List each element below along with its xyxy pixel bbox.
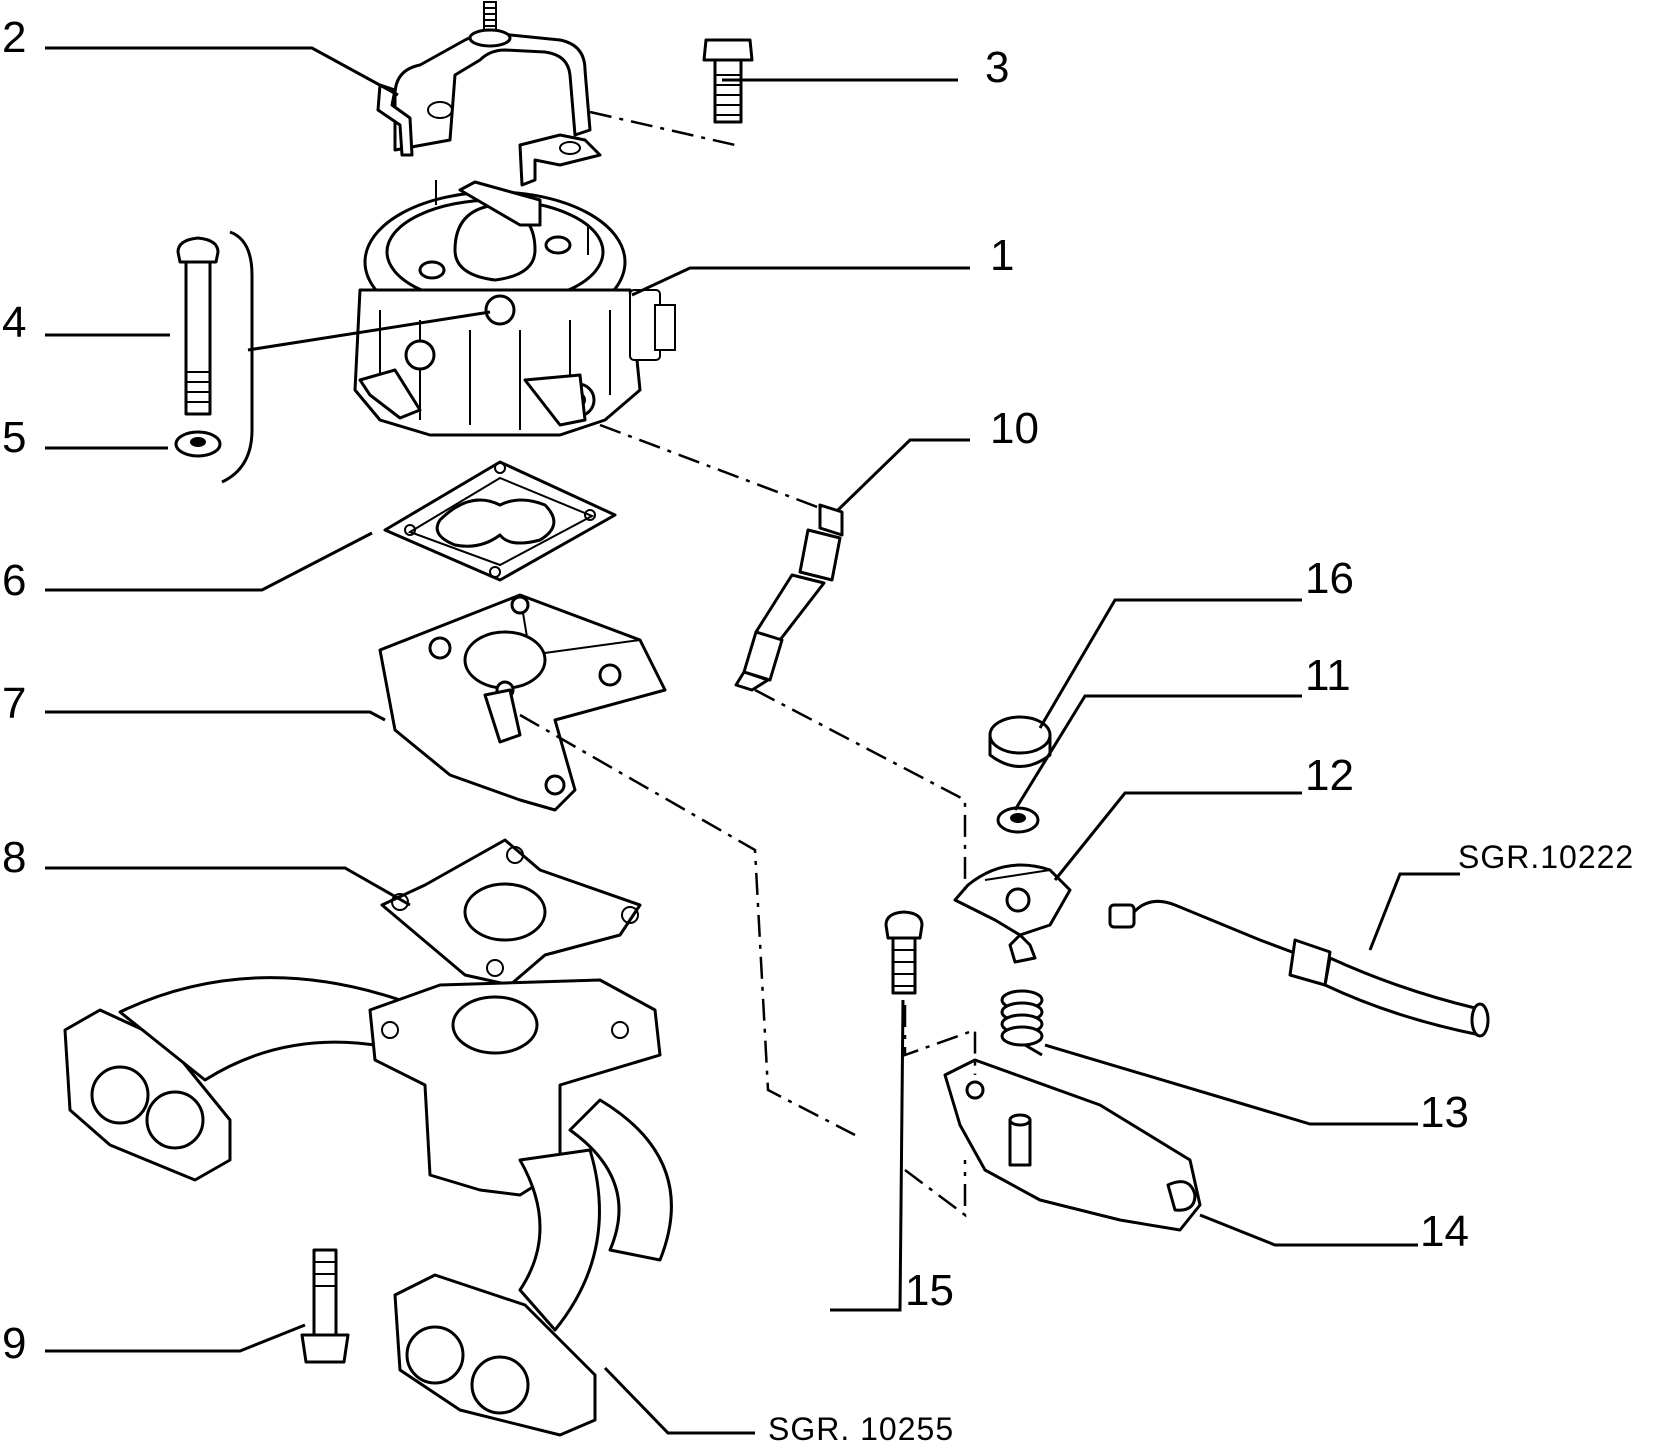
part-sensor-cable	[1108, 899, 1490, 1038]
part-spring-13	[1000, 989, 1044, 1057]
reference-sensor-group: SGR.10222	[1458, 839, 1634, 875]
part-spacer-7	[378, 593, 667, 812]
assembly-line-15-14	[903, 1005, 977, 1218]
group-bracket-4-5	[221, 230, 254, 484]
part-sensor-12	[953, 863, 1072, 964]
callout-15: 15	[905, 1266, 954, 1315]
part-gasket-6	[383, 460, 617, 582]
reference-manifold-group: SGR. 10255	[768, 1411, 954, 1447]
part-bolt-3	[702, 38, 754, 124]
callout-1: 1	[990, 231, 1014, 280]
part-throttle-body	[353, 180, 676, 437]
callout-6: 6	[2, 556, 26, 605]
leader-lines	[45, 46, 1460, 1435]
callout-8: 8	[2, 833, 26, 882]
part-bolt-4	[176, 236, 220, 416]
callout-3: 3	[985, 43, 1009, 92]
part-screw-15	[884, 910, 924, 995]
callout-5: 5	[2, 413, 26, 462]
part-cap-16	[988, 715, 1052, 768]
callout-16: 16	[1305, 554, 1354, 603]
part-bracket	[376, 1, 602, 187]
part-bolt-9	[300, 1248, 350, 1364]
callout-12: 12	[1305, 751, 1354, 800]
callout-14: 14	[1420, 1207, 1469, 1256]
callout-13: 13	[1420, 1088, 1469, 1137]
part-circlip-11	[996, 806, 1040, 834]
callout-4: 4	[2, 298, 26, 347]
assembly-line-10	[599, 423, 821, 510]
assembly-line-7-14	[519, 713, 856, 1137]
callout-11: 11	[1305, 651, 1351, 700]
part-gasket-8	[380, 838, 642, 987]
callout-10: 10	[990, 404, 1039, 453]
part-intake-manifold	[63, 976, 673, 1437]
callout-9: 9	[2, 1319, 26, 1368]
assembly-line-hose-sensor	[754, 688, 967, 890]
part-hose-10	[734, 503, 844, 692]
callout-7: 7	[2, 679, 26, 728]
assembly-line-3	[589, 110, 737, 147]
callout-2: 2	[2, 13, 26, 62]
part-washer-5	[174, 430, 222, 458]
part-support-14	[943, 1058, 1202, 1232]
